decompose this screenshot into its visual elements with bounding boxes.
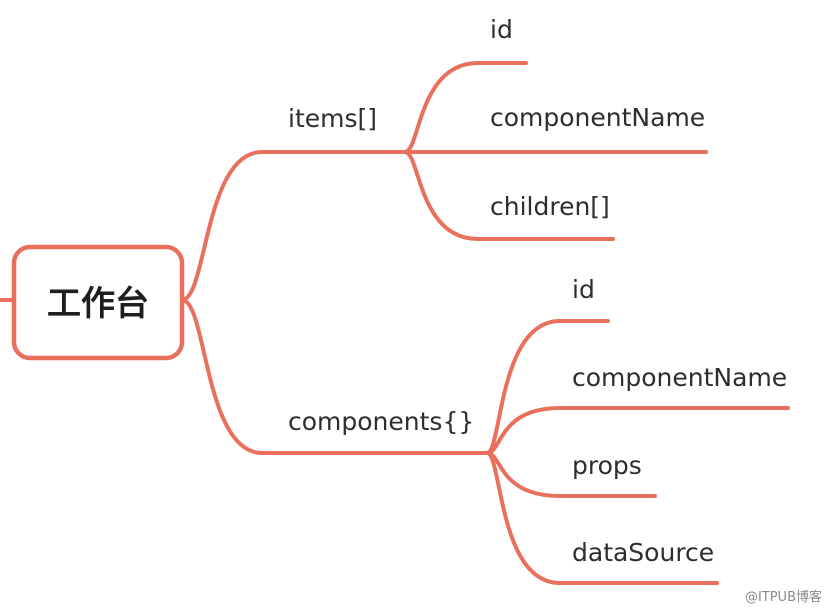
items-to-id-connector bbox=[403, 61, 528, 154]
branch-components[interactable]: components{} bbox=[288, 407, 474, 436]
items-child-children-label[interactable]: children[] bbox=[490, 192, 610, 221]
branch-items[interactable]: items[] bbox=[288, 104, 377, 133]
items-child-id-label[interactable]: id bbox=[490, 15, 513, 44]
components-child-datasource-label[interactable]: dataSource bbox=[572, 538, 714, 567]
items-to-children-connector bbox=[403, 150, 615, 241]
branch-components-label: components{} bbox=[288, 407, 474, 436]
components-to-datasource-connector bbox=[485, 451, 719, 585]
root-node-label: 工作台 bbox=[47, 284, 149, 324]
components-to-id-connector bbox=[485, 319, 610, 455]
root-to-components-connector bbox=[180, 298, 264, 455]
components-child-id-label[interactable]: id bbox=[572, 275, 595, 304]
branch-items-label: items[] bbox=[288, 104, 377, 133]
components-children: id componentName props dataSource bbox=[572, 275, 787, 567]
root-to-items-connector bbox=[180, 150, 264, 302]
components-child-props-label[interactable]: props bbox=[572, 451, 642, 480]
watermark-text: @ITPUB博客 bbox=[745, 589, 822, 605]
items-children: id componentName children[] bbox=[490, 15, 705, 221]
components-to-componentname-connector bbox=[485, 406, 790, 455]
root-node[interactable]: 工作台 bbox=[11, 244, 185, 361]
connectors bbox=[0, 61, 790, 585]
items-child-componentname-label[interactable]: componentName bbox=[490, 103, 705, 132]
components-child-componentname-label[interactable]: componentName bbox=[572, 363, 787, 392]
root-node-box bbox=[11, 244, 185, 361]
